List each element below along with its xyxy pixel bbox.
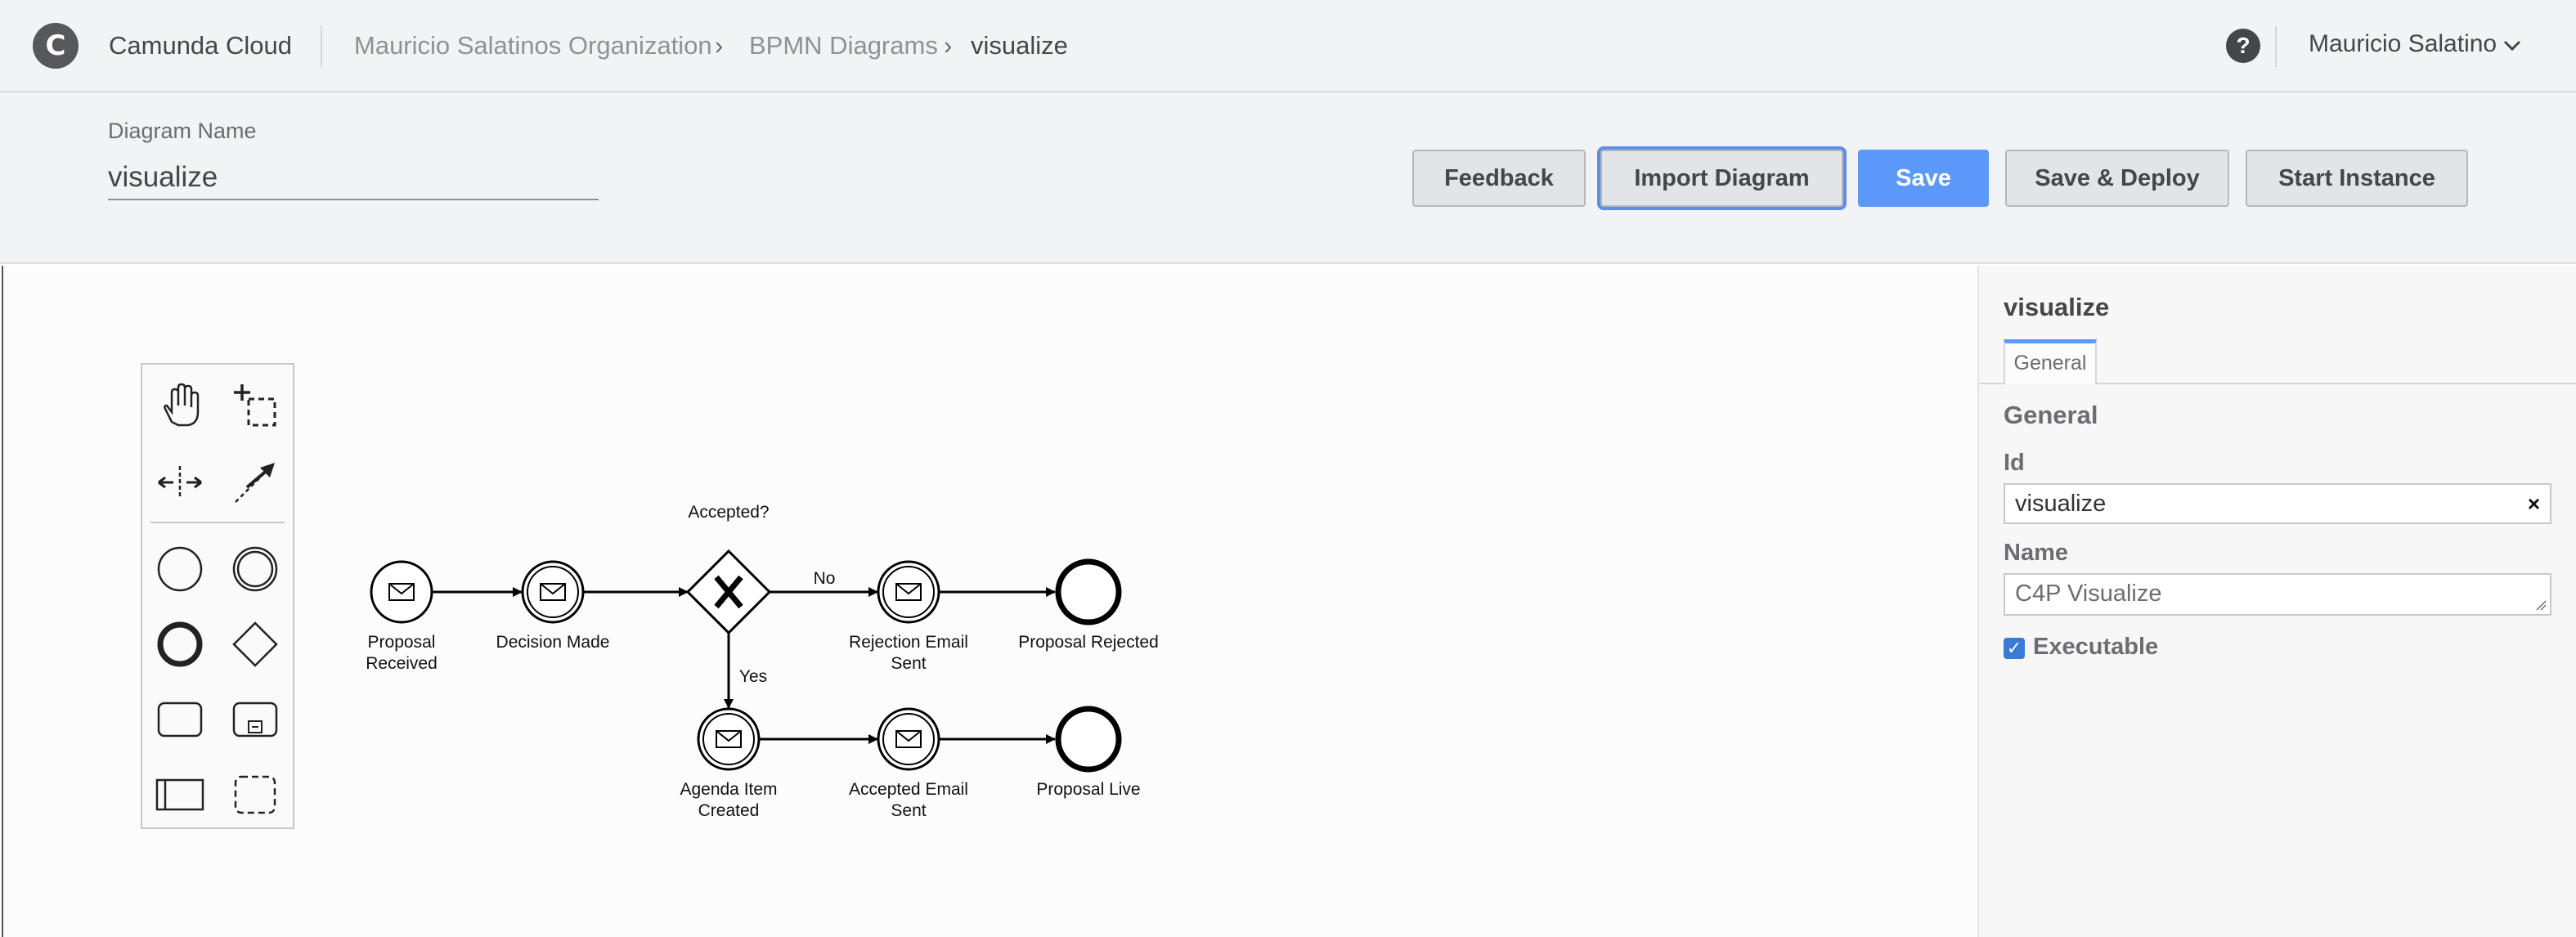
- app-name[interactable]: Camunda Cloud: [109, 31, 293, 60]
- chevron-down-icon[interactable]: [2502, 36, 2522, 56]
- breadcrumb-bpmn-diagrams[interactable]: BPMN Diagrams: [749, 31, 938, 60]
- node-label[interactable]: Proposal Received: [366, 633, 438, 673]
- user-menu[interactable]: Mauricio Salatino: [2309, 30, 2497, 57]
- save-deploy-button[interactable]: Save & Deploy: [2005, 150, 2229, 207]
- flow-label[interactable]: Yes: [738, 667, 768, 686]
- node-label[interactable]: Accepted?: [688, 503, 770, 522]
- message-intermediate-event[interactable]: [877, 707, 940, 771]
- start-instance-button[interactable]: Start Instance: [2246, 150, 2468, 207]
- node-label[interactable]: Accepted Email Sent: [849, 780, 968, 820]
- group-icon[interactable]: [231, 770, 280, 819]
- help-icon[interactable]: ?: [2226, 29, 2260, 63]
- tab-general[interactable]: General: [2004, 339, 2097, 384]
- name-value: C4P Visualize: [2015, 581, 2162, 607]
- node-label[interactable]: Agenda Item Created: [680, 780, 778, 820]
- executable-checkbox[interactable]: ✓: [2004, 638, 2025, 659]
- lasso-tool-icon[interactable]: [231, 381, 280, 430]
- properties-title: visualize: [2004, 293, 2110, 321]
- task-icon[interactable]: [155, 695, 204, 744]
- logo-letter: C: [45, 29, 66, 62]
- global-connect-icon[interactable]: [231, 458, 280, 507]
- flow-label[interactable]: No: [813, 569, 836, 588]
- resize-handle-icon[interactable]: [2535, 599, 2547, 611]
- id-field[interactable]: visualize ×: [2004, 483, 2551, 524]
- exclusive-gateway[interactable]: [685, 549, 772, 635]
- space-tool-icon[interactable]: [155, 458, 204, 507]
- diagram-name-input[interactable]: visualize: [108, 155, 599, 200]
- tab-divider: [1979, 383, 2576, 384]
- id-value: visualize: [2015, 491, 2107, 517]
- breadcrumb-organization[interactable]: Mauricio Salatinos Organization: [354, 31, 712, 60]
- message-start-event[interactable]: [370, 560, 433, 624]
- feedback-button[interactable]: Feedback: [1412, 150, 1586, 207]
- gateway-icon[interactable]: [231, 620, 280, 669]
- bpmn-canvas[interactable]: [2, 266, 1977, 937]
- participant-icon[interactable]: [155, 770, 204, 819]
- section-title: General: [2004, 401, 2098, 429]
- save-button[interactable]: Save: [1858, 150, 1989, 207]
- name-label: Name: [2004, 540, 2068, 566]
- import-diagram-button[interactable]: Import Diagram: [1600, 150, 1843, 207]
- name-field[interactable]: C4P Visualize: [2004, 573, 2551, 616]
- clear-icon[interactable]: ×: [2527, 491, 2540, 516]
- header-divider: [2275, 26, 2277, 67]
- palette-separator: [150, 522, 285, 523]
- message-intermediate-event[interactable]: [877, 560, 940, 624]
- node-label[interactable]: Proposal Live: [1036, 780, 1141, 799]
- executable-label[interactable]: Executable: [2033, 634, 2159, 660]
- top-bar: C Camunda Cloud Mauricio Salatinos Organ…: [0, 0, 2576, 92]
- breadcrumb-separator-icon: ›: [715, 31, 724, 60]
- hand-tool-icon[interactable]: [155, 381, 204, 430]
- camunda-logo-icon[interactable]: C: [33, 23, 79, 69]
- header-divider: [321, 26, 322, 67]
- message-intermediate-event[interactable]: [521, 560, 585, 624]
- breadcrumb-current: visualize: [971, 31, 1068, 60]
- end-event-icon[interactable]: [155, 620, 204, 669]
- node-label[interactable]: Proposal Rejected: [1018, 633, 1159, 652]
- node-label[interactable]: Decision Made: [496, 633, 610, 652]
- id-label: Id: [2004, 450, 2025, 476]
- tool-palette: [141, 363, 294, 829]
- subprocess-icon[interactable]: [231, 695, 280, 744]
- diagram-name-label: Diagram Name: [108, 119, 257, 143]
- properties-panel: visualize General General Id visualize ×…: [1977, 266, 2576, 937]
- node-label[interactable]: Rejection Email Sent: [849, 633, 968, 673]
- intermediate-event-icon[interactable]: [231, 545, 280, 594]
- diagram-header: Diagram Name visualize Feedback Import D…: [0, 92, 2576, 264]
- start-event-icon[interactable]: [155, 545, 204, 594]
- message-intermediate-event[interactable]: [697, 707, 761, 771]
- breadcrumb-separator-icon: ›: [944, 31, 953, 60]
